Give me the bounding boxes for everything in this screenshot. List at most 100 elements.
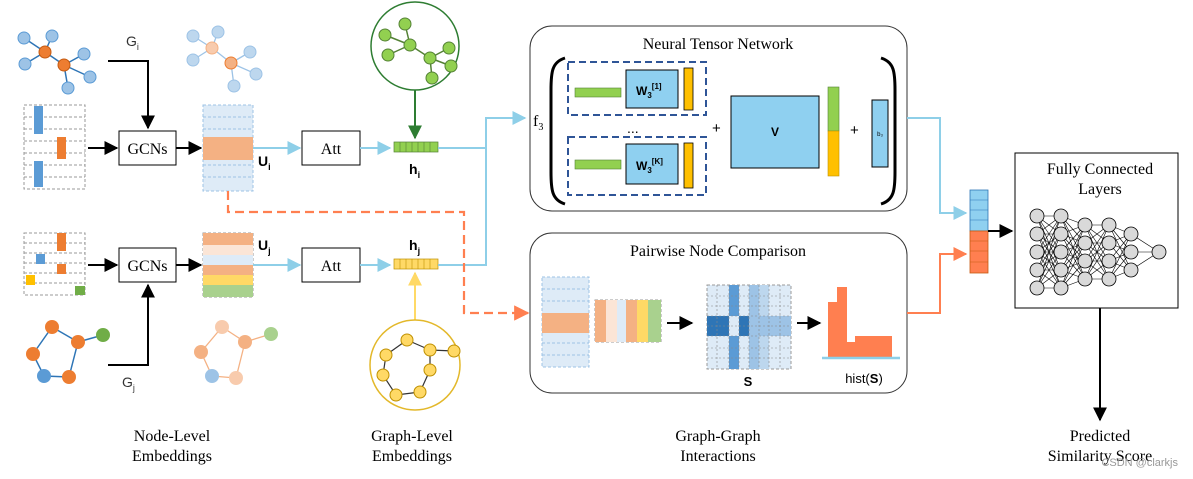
w1-matrix	[625, 69, 679, 109]
fc-edge	[1060, 224, 1086, 289]
fc-neuron	[1101, 235, 1117, 251]
hj-vector	[393, 258, 439, 270]
graph-gj-bottom	[26, 320, 110, 384]
fc-neuron	[1077, 217, 1093, 233]
gcn-box-top: GCNs	[118, 130, 177, 166]
arrow-gi-to-gcn	[108, 60, 155, 130]
arrow-gj-to-gcn	[108, 283, 155, 366]
arrow-pnc-to-concat	[907, 247, 968, 314]
gcn-box-bottom: GCNs	[118, 247, 177, 283]
caption-graph-level-1: Graph-Level	[371, 428, 453, 445]
arrow-ui-uj-to-pairwise	[226, 191, 530, 321]
w1-label: W3[1]	[636, 82, 662, 100]
plus-1: +	[712, 120, 721, 137]
fc-neuron	[1029, 280, 1045, 296]
fc-neuron	[1029, 208, 1045, 224]
plus-2: +	[850, 122, 859, 139]
feature-matrix-top	[23, 104, 86, 190]
graph-gj-node-embedding	[194, 320, 278, 385]
ntn-title: Neural Tensor Network	[643, 36, 794, 53]
left-bracket	[549, 56, 566, 206]
fc-neuron	[1123, 262, 1139, 278]
fc-network	[1029, 208, 1167, 296]
fc-neuron	[1151, 244, 1167, 260]
fc-neuron	[1101, 253, 1117, 269]
pnc-panel: Pairwise Node Comparison	[529, 232, 908, 394]
fc-neuron	[1077, 235, 1093, 251]
hi-vector	[393, 141, 439, 153]
ui-embedding-matrix	[202, 104, 254, 192]
fc-neuron	[1123, 244, 1139, 260]
s-label: S	[744, 374, 753, 389]
fc-neuron	[1101, 217, 1117, 233]
svg-text:Att: Att	[321, 258, 342, 275]
hist-label: hist(S)	[845, 371, 883, 386]
ntn-panel: Neural Tensor Network f3 W3[1] ... W3[K]…	[529, 25, 908, 212]
caption-interactions-2: Interactions	[680, 448, 756, 465]
graph-gi-node-embedding	[186, 25, 263, 93]
s-matrix	[706, 284, 792, 370]
fc-neuron	[1029, 262, 1045, 278]
arrow-hj-to-ntn	[438, 148, 487, 266]
uj-label: Uj	[258, 237, 271, 256]
graph-level-circle-top	[370, 1, 460, 91]
uj-embedding-matrix	[202, 232, 254, 298]
fc-edge	[1060, 242, 1086, 289]
caption-score-1: Predicted	[1070, 428, 1130, 445]
fc-neuron	[1053, 244, 1069, 260]
pnc-title: Pairwise Node Comparison	[630, 243, 806, 260]
fc-edge	[1060, 224, 1086, 271]
f3-label: f3	[533, 113, 543, 133]
fc-neuron	[1101, 271, 1117, 287]
fc-title-1: Fully Connected	[1047, 161, 1153, 178]
wk-label: W3[K]	[636, 157, 663, 175]
concat-vector	[969, 189, 989, 274]
graph-gi-top	[17, 29, 97, 95]
fc-edge	[1084, 224, 1110, 280]
svg-text:Att: Att	[321, 141, 342, 158]
arrow-hi-to-ntn	[438, 111, 527, 149]
right-bracket	[880, 56, 897, 206]
graph-level-circle-bottom	[369, 319, 461, 411]
gi-label: Gi	[126, 33, 139, 52]
fc-neuron	[1053, 262, 1069, 278]
fc-neuron	[1053, 208, 1069, 224]
gj-label: Gj	[122, 374, 135, 393]
feature-matrix-bottom	[23, 232, 86, 296]
fc-edge	[1036, 233, 1062, 289]
fc-neuron	[1053, 280, 1069, 296]
watermark: CSDN @clarkjs	[1101, 457, 1178, 469]
caption-node-level-2: Embeddings	[132, 448, 212, 465]
svg-text:GCNs: GCNs	[127, 141, 167, 158]
caption-score-2: Similarity Score	[1048, 448, 1152, 465]
fc-title-2: Layers	[1078, 181, 1122, 198]
caption-node-level-1: Node-Level	[134, 428, 211, 445]
hi-label: hi	[409, 161, 420, 180]
caption-interactions-1: Graph-Graph	[675, 428, 760, 445]
b3-label: b₃	[877, 132, 883, 138]
histogram	[822, 287, 900, 360]
fc-neuron	[1029, 226, 1045, 242]
fc-edge	[1036, 215, 1062, 271]
ui-label: Ui	[258, 153, 271, 172]
caption-graph-level-2: Embeddings	[372, 448, 452, 465]
fc-panel: Fully Connected Layers	[1014, 152, 1179, 309]
svg-text:GCNs: GCNs	[127, 258, 167, 275]
wk-matrix	[625, 143, 679, 185]
arrow-ntn-to-concat	[907, 117, 968, 220]
fc-neuron	[1077, 271, 1093, 287]
fc-neuron	[1053, 226, 1069, 242]
att-box-top: Att	[301, 130, 361, 166]
fc-neuron	[1123, 226, 1139, 242]
att-box-bottom: Att	[301, 247, 361, 283]
hj-label: hj	[409, 237, 420, 256]
b3-vector	[871, 99, 889, 168]
v-label: V	[771, 125, 779, 139]
v-matrix	[730, 95, 820, 169]
ntn-green-vector-1	[574, 87, 622, 98]
fc-neuron	[1029, 244, 1045, 260]
fc-edge	[1108, 233, 1132, 280]
ntn-dots: ...	[627, 120, 639, 136]
fc-neuron	[1077, 253, 1093, 269]
